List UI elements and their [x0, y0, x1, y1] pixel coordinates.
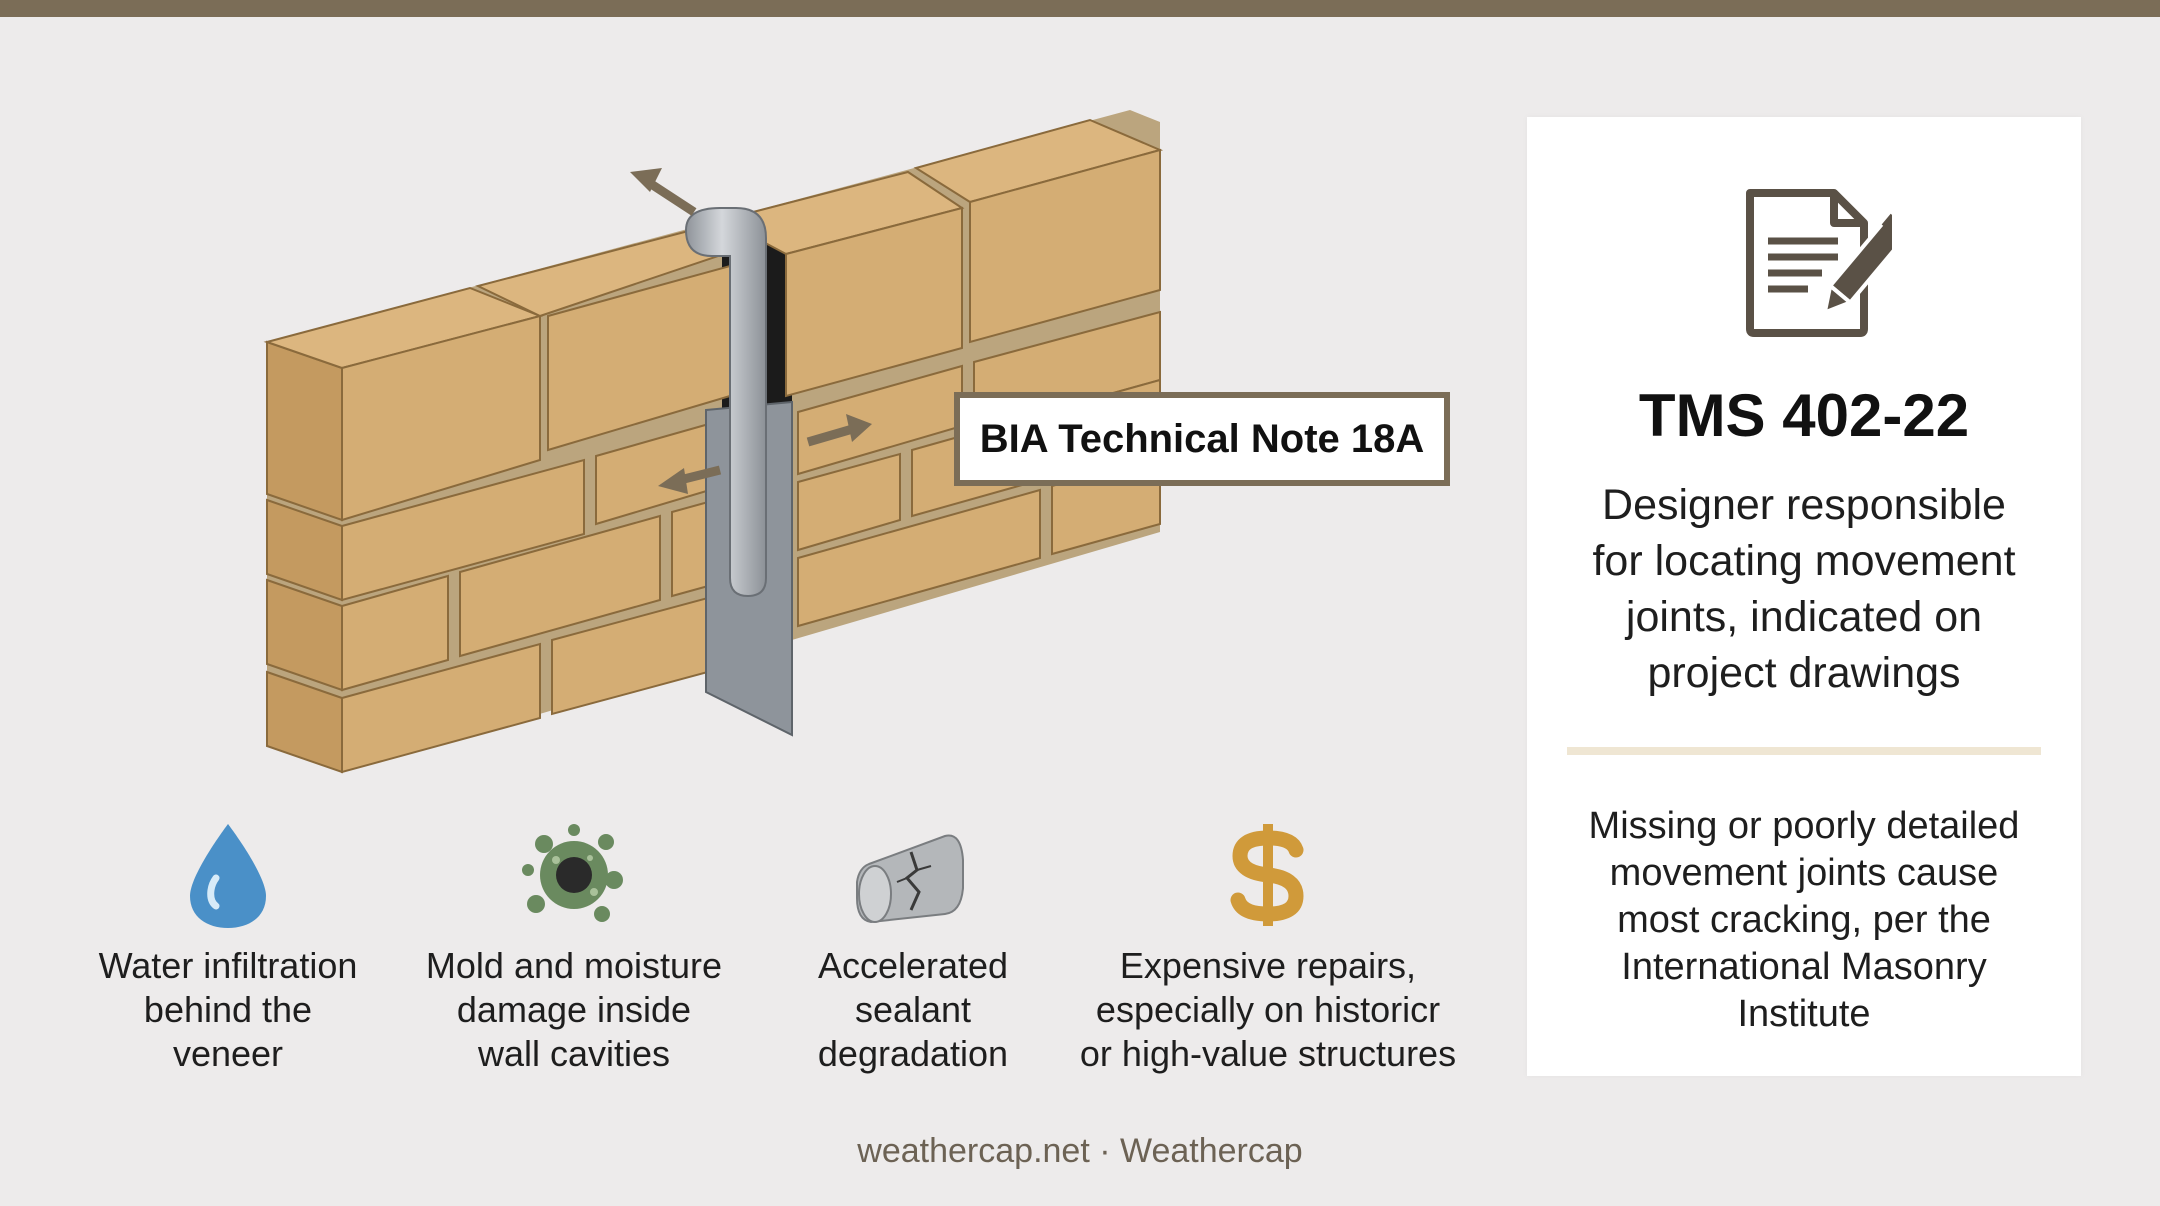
effect-water-infiltration: Water infiltration behind the veneer: [78, 820, 378, 1076]
standard-description: Designer responsible for locating moveme…: [1592, 481, 2016, 697]
effect-mold-damage: Mold and moisture damage inside wall cav…: [412, 820, 736, 1076]
footer-credit: weathercap.net · Weathercap: [857, 1132, 1303, 1170]
effect-label: Expensive repairs, especially on histori…: [1079, 945, 1457, 1074]
panel-divider: [1567, 747, 2041, 755]
top-accent-bar: [0, 0, 2160, 17]
standard-info-panel: TMS 402-22 Designer responsible for loca…: [1527, 117, 2081, 1076]
brick: [797, 488, 1041, 628]
brick: [263, 286, 544, 522]
effect-label: Accelerated sealant degradation: [817, 945, 1009, 1074]
arrow-icon: [658, 465, 722, 494]
document-pencil-icon: [1746, 189, 1892, 337]
movement-arrows: [630, 168, 872, 494]
brick: [266, 458, 585, 602]
bia-technical-note-callout: BIA Technical Note 18A: [954, 392, 1450, 486]
brick: [913, 118, 1164, 344]
cracking-note: Missing or poorly detailed movement join…: [1588, 805, 2020, 1035]
effect-sealant-degradation: Accelerated sealant degradation: [788, 820, 1038, 1076]
brick: [266, 574, 449, 692]
brick: [459, 514, 661, 658]
effect-label: Water infiltration behind the veneer: [98, 945, 358, 1074]
brick-courses: [263, 118, 1164, 774]
cracked-sealant-icon: [856, 834, 964, 924]
arrow-icon: [630, 168, 697, 216]
brick-wall-illustration: [263, 110, 1164, 774]
effect-expensive-repairs: Expensive repairs, especially on histori…: [1068, 820, 1468, 1076]
mold-icon: [522, 824, 623, 922]
joint-filler-tube: [684, 207, 767, 598]
water-drop-icon: [190, 824, 266, 928]
dollar-icon: [1230, 824, 1304, 926]
standard-title: TMS 402-22: [1638, 382, 1970, 449]
brick: [797, 452, 901, 552]
brick: [266, 642, 541, 774]
brick: [475, 226, 733, 452]
effect-label: Mold and moisture damage inside wall cav…: [425, 945, 723, 1074]
arrow-icon: [806, 414, 872, 447]
